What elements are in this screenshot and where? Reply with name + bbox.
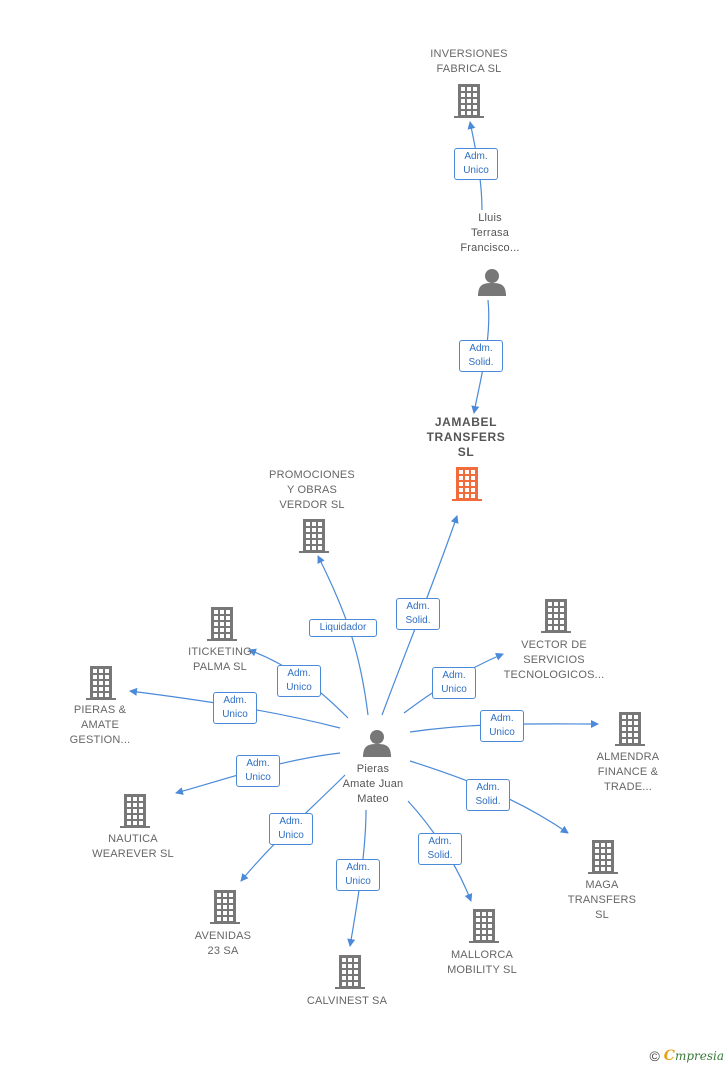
building-icon[interactable] xyxy=(120,794,150,828)
node-label-pieras[interactable]: Pieras Amate Juan Mateo xyxy=(342,762,404,805)
edge-label[interactable]: Adm. Unico xyxy=(454,148,498,180)
building-icon[interactable] xyxy=(335,955,365,989)
node-label-nautica[interactable]: NAUTICA WEAREVER SL xyxy=(92,833,174,860)
node-label-promociones[interactable]: PROMOCIONES Y OBRAS VERDOR SL xyxy=(269,468,355,511)
node-label-pieras_gestion[interactable]: PIERAS & AMATE GESTION... xyxy=(69,703,131,746)
edge-label[interactable]: Liquidador xyxy=(309,619,377,637)
edge-label[interactable]: Adm. Solid. xyxy=(418,833,462,865)
edge-label[interactable]: Adm. Solid. xyxy=(466,779,510,811)
building-icon[interactable] xyxy=(454,84,484,118)
node-label-vector[interactable]: VECTOR DE SERVICIOS TECNOLOGICOS... xyxy=(503,638,605,681)
node-label-almendra[interactable]: ALMENDRA FINANCE & TRADE... xyxy=(596,750,660,793)
building-icon[interactable] xyxy=(207,607,237,641)
building-icon[interactable] xyxy=(588,840,618,874)
node-label-maga[interactable]: MAGA TRANSFERS SL xyxy=(567,878,637,921)
building-icon[interactable] xyxy=(615,712,645,746)
building-icon[interactable] xyxy=(299,519,329,553)
edge-label[interactable]: Adm. Unico xyxy=(277,665,321,697)
building-icon[interactable] xyxy=(469,909,499,943)
person-icon[interactable] xyxy=(363,730,391,757)
building-icon[interactable] xyxy=(541,599,571,633)
edge-label[interactable]: Adm. Unico xyxy=(336,859,380,891)
building-icon[interactable] xyxy=(452,467,482,501)
node-label-calvinest[interactable]: CALVINEST SA xyxy=(306,994,388,1007)
edge-label[interactable]: Adm. Unico xyxy=(236,755,280,787)
node-label-mallorca[interactable]: MALLORCA MOBILITY SL xyxy=(447,949,517,976)
node-label-iticketing[interactable]: ITICKETING PALMA SL xyxy=(188,646,252,673)
copyright-symbol: © xyxy=(649,1048,660,1064)
edge-label[interactable]: Adm. Unico xyxy=(480,710,524,742)
node-label-jamabel[interactable]: JAMABEL TRANSFERS SL xyxy=(426,414,506,459)
edge-label[interactable]: Adm. Unico xyxy=(269,813,313,845)
person-icon[interactable] xyxy=(478,269,506,296)
building-icon[interactable] xyxy=(86,666,116,700)
edge-label[interactable]: Adm. Solid. xyxy=(396,598,440,630)
edge-label[interactable]: Adm. Solid. xyxy=(459,340,503,372)
edge-label[interactable]: Adm. Unico xyxy=(213,692,257,724)
footer-brand: © Cmpresia xyxy=(649,1048,724,1064)
brand-logo[interactable]: Cmpresia xyxy=(663,1048,724,1064)
edge-label[interactable]: Adm. Unico xyxy=(432,667,476,699)
node-label-inversiones[interactable]: INVERSIONES FABRICA SL xyxy=(430,48,508,75)
node-label-lluis[interactable]: Lluis Terrasa Francisco... xyxy=(460,211,520,254)
node-label-avenidas[interactable]: AVENIDAS 23 SA xyxy=(194,930,252,957)
building-icon[interactable] xyxy=(210,890,240,924)
